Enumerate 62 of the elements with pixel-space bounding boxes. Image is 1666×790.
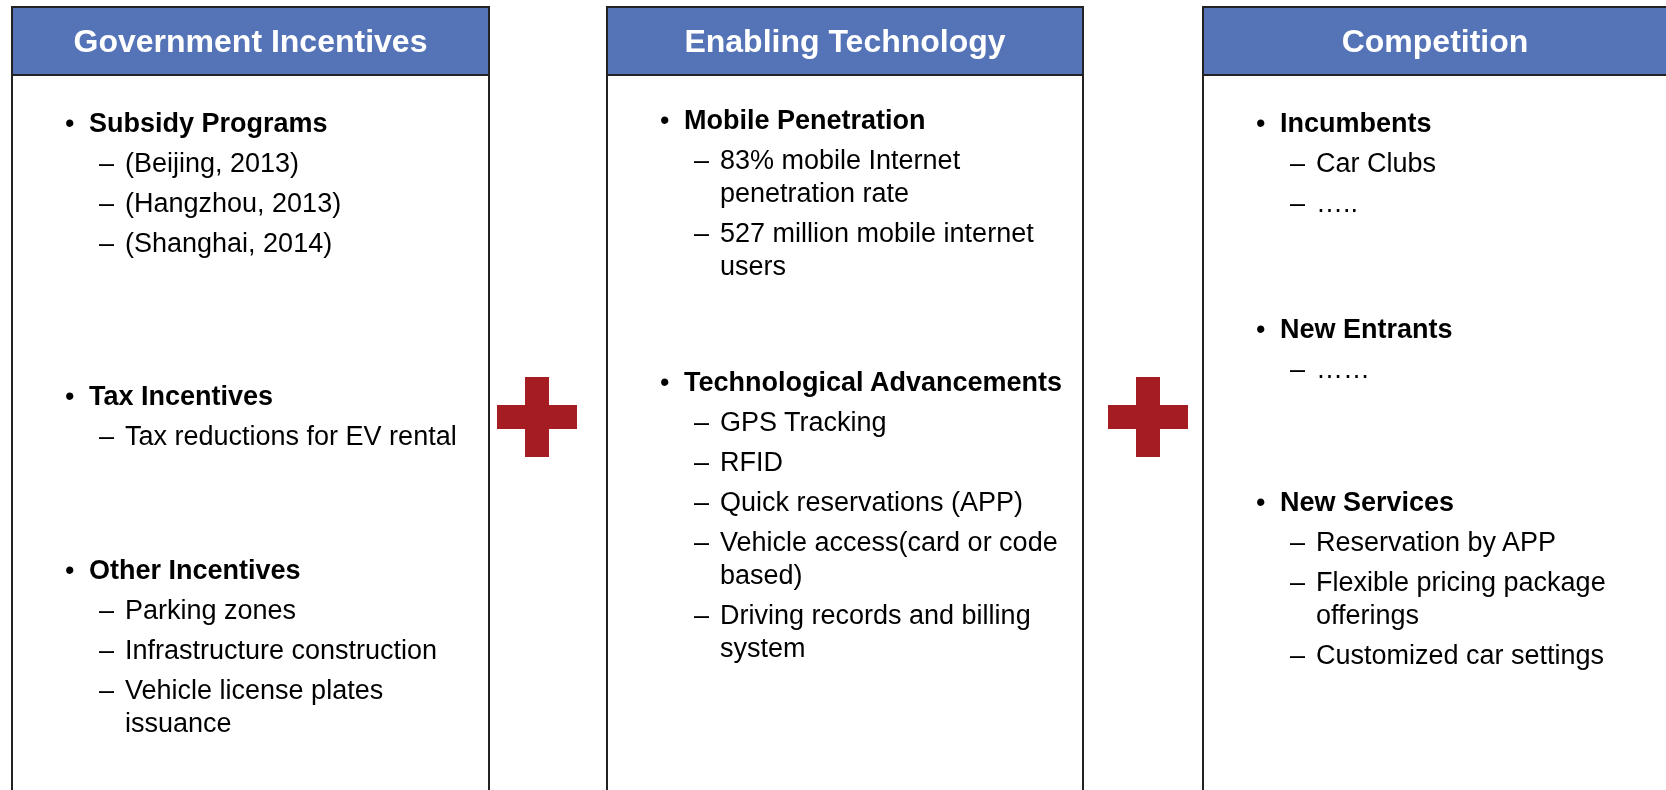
sub-item: Quick reservations (APP) xyxy=(720,486,1024,519)
dash-marker: – xyxy=(694,526,710,559)
sub-item: Car Clubs xyxy=(1316,147,1437,180)
sub-item: GPS Tracking xyxy=(720,406,887,439)
bullet-marker: • xyxy=(1256,313,1266,346)
dash-marker: – xyxy=(99,634,115,667)
category-panel xyxy=(1202,6,1666,790)
sub-item: 83% mobile Internet penetration rate xyxy=(720,144,962,210)
category-panel xyxy=(606,6,1084,790)
dash-marker: – xyxy=(99,147,115,180)
bullet-heading: New Entrants xyxy=(1280,313,1453,346)
bullet-heading: Tax Incentives xyxy=(89,380,274,413)
dash-marker: – xyxy=(99,420,115,453)
dash-marker: – xyxy=(1290,187,1306,220)
dash-marker: – xyxy=(99,674,115,707)
bullet-marker: • xyxy=(1256,486,1266,519)
sub-item: ….. xyxy=(1316,187,1358,220)
sub-item: (Shanghai, 2014) xyxy=(125,227,333,260)
dash-marker: – xyxy=(1290,147,1306,180)
sub-item: RFID xyxy=(720,446,783,479)
sub-item: Reservation by APP xyxy=(1316,526,1557,559)
dash-marker: – xyxy=(1290,566,1306,599)
dash-marker: – xyxy=(1290,353,1306,386)
bullet-marker: • xyxy=(65,380,75,413)
dash-marker: – xyxy=(1290,526,1306,559)
bullet-heading: Incumbents xyxy=(1280,107,1432,140)
dash-marker: – xyxy=(694,486,710,519)
sub-item: Vehicle license plates issuance xyxy=(125,674,385,740)
dash-marker: – xyxy=(694,406,710,439)
dash-marker: – xyxy=(99,187,115,220)
sub-item: (Beijing, 2013) xyxy=(125,147,300,180)
bullet-heading: Other Incentives xyxy=(89,554,301,587)
sub-item: Flexible pricing package offerings xyxy=(1316,566,1607,632)
dash-marker: – xyxy=(99,227,115,260)
sub-item: Parking zones xyxy=(125,594,297,627)
bullet-marker: • xyxy=(1256,107,1266,140)
dash-marker: – xyxy=(1290,639,1306,672)
bullet-heading: Subsidy Programs xyxy=(89,107,328,140)
dash-marker: – xyxy=(694,217,710,250)
dash-marker: – xyxy=(694,144,710,177)
bullet-marker: • xyxy=(660,366,670,399)
sub-item: 527 million mobile internet users xyxy=(720,217,1035,283)
category-panel xyxy=(11,6,490,790)
dash-marker: – xyxy=(99,594,115,627)
sub-item: …… xyxy=(1316,353,1370,386)
panel-heading: Government Incentives xyxy=(73,22,428,60)
bullet-heading: Technological Advancements xyxy=(684,366,1063,399)
panel-heading: Competition xyxy=(1341,22,1529,60)
sub-item: Tax reductions for EV rental xyxy=(125,420,457,453)
sub-item: Driving records and billing system xyxy=(720,599,1032,665)
bullet-marker: • xyxy=(65,554,75,587)
bullet-heading: Mobile Penetration xyxy=(684,104,926,137)
sub-item: Vehicle access(card or code based) xyxy=(720,526,1059,592)
sub-item: (Hangzhou, 2013) xyxy=(125,187,342,220)
panel-heading: Enabling Technology xyxy=(684,22,1006,60)
bullet-marker: • xyxy=(65,107,75,140)
bullet-heading: New Services xyxy=(1280,486,1455,519)
sub-item: Customized car settings xyxy=(1316,639,1605,672)
dash-marker: – xyxy=(694,446,710,479)
dash-marker: – xyxy=(694,599,710,632)
bullet-marker: • xyxy=(660,104,670,137)
sub-item: Infrastructure construction xyxy=(125,634,438,667)
